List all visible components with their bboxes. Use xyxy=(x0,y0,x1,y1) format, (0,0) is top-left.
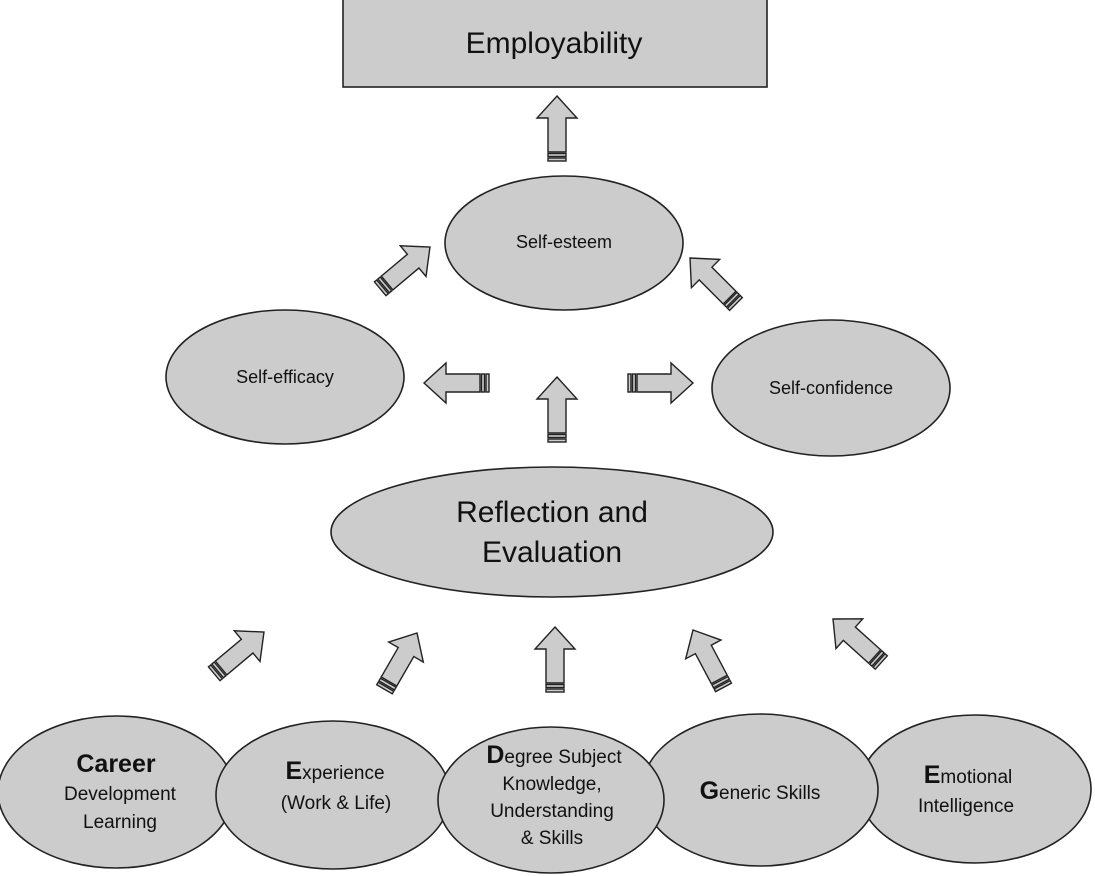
employability-label: Employability xyxy=(466,27,643,60)
arrow-degree-up xyxy=(534,626,576,693)
arrow-reflection-up xyxy=(536,376,578,443)
self-esteem-label: Self-esteem xyxy=(516,232,612,252)
generic-initial: G xyxy=(700,777,719,805)
reflection-label-line2: Evaluation xyxy=(482,536,622,569)
arrow-esteem-to-employability xyxy=(536,95,578,162)
emotional-line2: Intelligence xyxy=(918,796,1014,817)
self-efficacy-ellipse xyxy=(165,309,405,445)
degree-initial: D xyxy=(486,741,504,769)
arrow-generic-up xyxy=(674,619,742,698)
arrow-emotional-up xyxy=(818,603,896,679)
reflection-label-line1: Reflection and xyxy=(456,496,648,529)
career-line2: Development xyxy=(64,784,177,805)
experience-line2: (Work & Life) xyxy=(281,793,392,814)
degree-rest: egree Subject xyxy=(504,747,622,768)
employability-box xyxy=(342,0,768,88)
degree-ellipse xyxy=(437,726,665,874)
career-line3: Learning xyxy=(83,812,157,833)
self-confidence-ellipse xyxy=(711,319,951,457)
arrow-experience-up xyxy=(366,622,436,700)
degree-line3: Understanding xyxy=(490,801,614,822)
reflection-ellipse xyxy=(330,466,774,598)
generic-label: Generic Skills xyxy=(700,777,821,805)
arrow-to-self-efficacy xyxy=(423,362,490,404)
career-title: Career xyxy=(76,750,155,778)
experience-line1: Experience xyxy=(285,757,384,785)
experience-rest: xperience xyxy=(302,763,384,784)
generic-rest: eneric Skills xyxy=(719,783,820,804)
emotional-line1: Emotional xyxy=(924,761,1013,789)
self-esteem-ellipse xyxy=(444,175,684,311)
experience-initial: E xyxy=(285,757,302,785)
degree-line1: Degree Subject xyxy=(486,741,622,769)
degree-line4: & Skills xyxy=(521,828,583,849)
arrow-efficacy-to-esteem xyxy=(366,230,444,305)
self-confidence-label: Self-confidence xyxy=(769,378,893,398)
emotional-initial: E xyxy=(924,761,941,789)
emotional-rest: motional xyxy=(940,767,1012,788)
degree-line2: Knowledge, xyxy=(502,774,601,795)
arrow-confidence-to-esteem xyxy=(675,243,751,319)
arrow-career-up xyxy=(200,615,278,690)
self-efficacy-label: Self-efficacy xyxy=(236,367,334,387)
emotional-ellipse xyxy=(858,714,1092,864)
arrow-to-self-confidence xyxy=(627,362,694,404)
